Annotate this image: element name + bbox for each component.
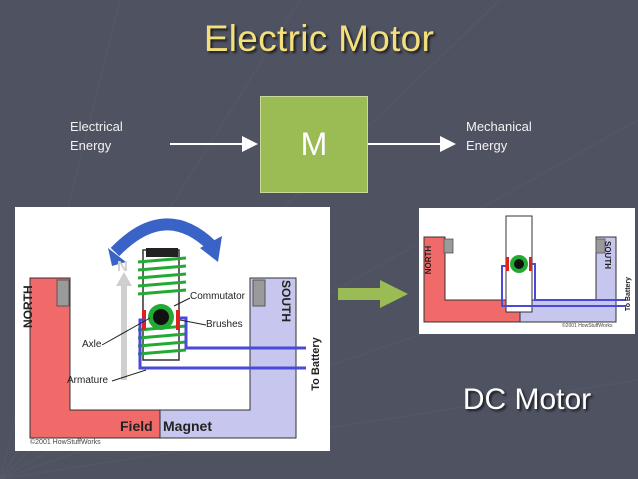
brushes-label: Brushes bbox=[206, 319, 243, 330]
n-label: N bbox=[117, 258, 128, 275]
armature-coil bbox=[137, 256, 187, 356]
input-label: Electrical Energy bbox=[70, 117, 123, 155]
right-south-label: SOUTH bbox=[603, 241, 612, 269]
battery-wire bbox=[180, 316, 306, 350]
output-label-line2: Energy bbox=[466, 138, 508, 153]
right-copyright: ©2001 HowStuffWorks bbox=[562, 323, 613, 329]
input-label-line2: Energy bbox=[70, 138, 112, 153]
magnet-label: Magnet bbox=[163, 418, 212, 434]
input-label-line1: Electrical bbox=[70, 119, 123, 134]
dc-motor-label: DC Motor bbox=[462, 383, 592, 416]
armature-label: Armature bbox=[67, 375, 109, 386]
commutator-label: Commutator bbox=[190, 291, 246, 302]
axle-label: Axle bbox=[82, 339, 102, 350]
motor-box: M bbox=[260, 96, 368, 193]
left-copyright: ©2001 HowStuffWorks bbox=[30, 439, 101, 446]
rotation-arrow bbox=[110, 218, 217, 257]
field-label: Field bbox=[120, 418, 153, 434]
south-pole-magnet bbox=[159, 277, 297, 439]
rotation-arrowhead bbox=[200, 236, 222, 262]
output-label-line1: Mechanical bbox=[466, 119, 532, 134]
right-to-battery-label: To Battery bbox=[625, 276, 632, 312]
output-label: Mechanical Energy bbox=[466, 117, 532, 155]
right-north-label: NORTH bbox=[424, 245, 433, 275]
axle bbox=[153, 309, 169, 325]
slide-title: Electric Motor bbox=[203, 18, 435, 59]
